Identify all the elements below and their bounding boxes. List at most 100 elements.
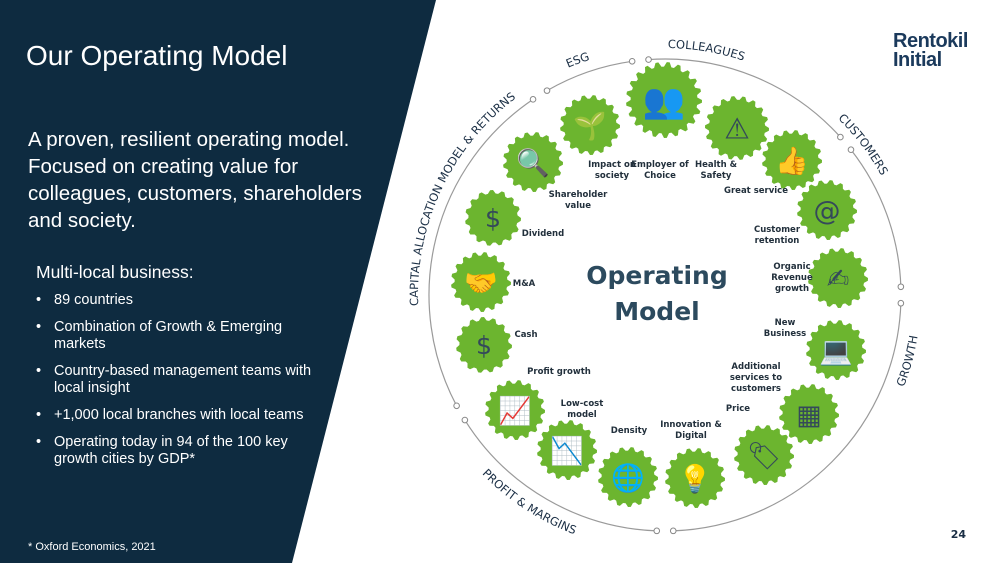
diagram-center-title: Operating Model <box>586 258 728 330</box>
gear-thumbs-up: 👍 <box>762 130 822 190</box>
gear-shape <box>626 62 702 138</box>
gear-bar-chart-up: 📈 <box>485 380 545 440</box>
handshake-icon: 🤝 <box>464 268 498 299</box>
ring-node <box>529 96 537 103</box>
gear-address-book: @ <box>797 180 857 240</box>
bullet-item: Country-based management teams with loca… <box>36 363 326 397</box>
gear-handshake: 🤝 <box>451 252 511 312</box>
intro-text: A proven, resilient operating model. Foc… <box>28 128 362 232</box>
bullet-item: Operating today in 94 of the 100 key gro… <box>36 434 326 468</box>
page-title: Our Operating Model <box>26 40 288 71</box>
item-label: Impact on society <box>588 160 636 181</box>
gear-shape <box>808 248 868 308</box>
gear-globe: 🌐 <box>598 447 658 507</box>
address-book-icon: @ <box>814 196 841 227</box>
gold-bars-icon: ▦ <box>796 400 822 431</box>
bullet-item: +1,000 local branches with local teams <box>36 407 326 424</box>
gear-shape <box>779 384 839 444</box>
gear-price-tag: 🏷 <box>734 425 794 485</box>
gear-shape <box>465 190 521 246</box>
item-label: Organic Revenue growth <box>771 262 813 294</box>
page-number: 24 <box>950 528 966 541</box>
ring-segment <box>850 149 902 287</box>
item-label: Shareholder value <box>548 190 608 211</box>
item-label: Profit growth <box>527 367 591 377</box>
item-label: Innovation & Digital <box>660 420 722 441</box>
gear-shape <box>705 96 769 160</box>
gear-laptop: 💻 <box>806 320 866 380</box>
gear-shape <box>456 317 512 373</box>
gear-shape <box>734 425 794 485</box>
gear-shape <box>762 130 822 190</box>
bullet-list: 89 countries Combination of Growth & Eme… <box>36 292 326 478</box>
item-label: Customer retention <box>753 225 801 246</box>
gear-shape <box>451 252 511 312</box>
center-title-line: Model <box>614 297 700 326</box>
bar-chart-up-icon: 📈 <box>498 395 532 427</box>
item-label: M&A <box>512 279 536 289</box>
ring-node <box>543 87 551 94</box>
gear-chart-search: 🔍 <box>503 132 563 192</box>
bullet-item: Combination of Growth & Emerging markets <box>36 319 326 353</box>
logo-line: Initial <box>893 49 942 71</box>
gear-dollar-bill: $ <box>465 190 521 246</box>
ring-node <box>653 527 661 535</box>
ring-segment <box>428 98 534 407</box>
gear-bar-chart-down: 📉 <box>537 420 597 480</box>
item-label: Density <box>610 426 648 436</box>
ring-node <box>461 416 469 424</box>
gear-people: 👥 <box>626 62 702 138</box>
segment-label-profit: PROFIT & MARGINS <box>480 466 579 537</box>
plant-icon: 🌱 <box>573 111 607 142</box>
thumbs-up-icon: 👍 <box>775 145 809 177</box>
item-label: Dividend <box>521 229 565 239</box>
gear-shape <box>806 320 866 380</box>
ring-node <box>453 402 460 410</box>
rentokil-initial-logo: Rentokil Initial <box>893 30 968 71</box>
bar-chart-down-icon: 📉 <box>550 435 584 467</box>
ring-node <box>897 283 905 291</box>
segment-label-growth: GROWTH <box>893 334 920 388</box>
ring-segment <box>464 419 657 532</box>
lightbulb-icon: 💡 <box>678 463 712 495</box>
ring-node <box>847 146 855 154</box>
ring-node <box>669 527 677 535</box>
warning-icon: ⚠ <box>724 112 750 146</box>
dollar-bill-icon: $ <box>485 204 501 233</box>
item-label: Additional services to customers <box>729 362 783 394</box>
item-label: Price <box>725 404 751 414</box>
footnote: * Oxford Economics, 2021 <box>28 541 156 553</box>
ring-segment <box>673 303 902 532</box>
ring-node <box>897 299 905 307</box>
ring-node <box>628 57 636 65</box>
globe-icon: 🌐 <box>611 462 645 494</box>
item-label: Low-cost model <box>560 399 604 420</box>
gear-shape <box>560 95 620 155</box>
gear-shape <box>537 420 597 480</box>
item-label: Employer of Choice <box>631 160 689 181</box>
laptop-icon: 💻 <box>819 336 853 367</box>
item-label: Cash <box>514 330 538 340</box>
gear-shape <box>503 132 563 192</box>
gear-shape <box>485 380 545 440</box>
signature-icon: ✍ <box>827 264 850 295</box>
hand-coins-icon: $ <box>476 331 492 360</box>
gear-hand-coins: $ <box>456 317 512 373</box>
people-icon: 👥 <box>643 82 686 122</box>
gear-gold-bars: ▦ <box>779 384 839 444</box>
logo-line: Rentokil <box>893 30 968 52</box>
segment-label-esg: ESG <box>564 49 591 70</box>
gear-shape <box>665 448 725 508</box>
gear-plant: 🌱 <box>560 95 620 155</box>
gear-lightbulb: 💡 <box>665 448 725 508</box>
gear-warning: ⚠ <box>705 96 769 160</box>
gear-shape <box>797 180 857 240</box>
chart-search-icon: 🔍 <box>516 145 550 179</box>
item-label: New Business <box>763 318 807 339</box>
gear-signature: ✍ <box>808 248 868 308</box>
ring-segment <box>546 60 633 92</box>
center-title-line: Operating <box>586 261 728 290</box>
subheading: Multi-local business: <box>36 262 194 282</box>
price-tag-icon: 🏷 <box>747 441 781 472</box>
